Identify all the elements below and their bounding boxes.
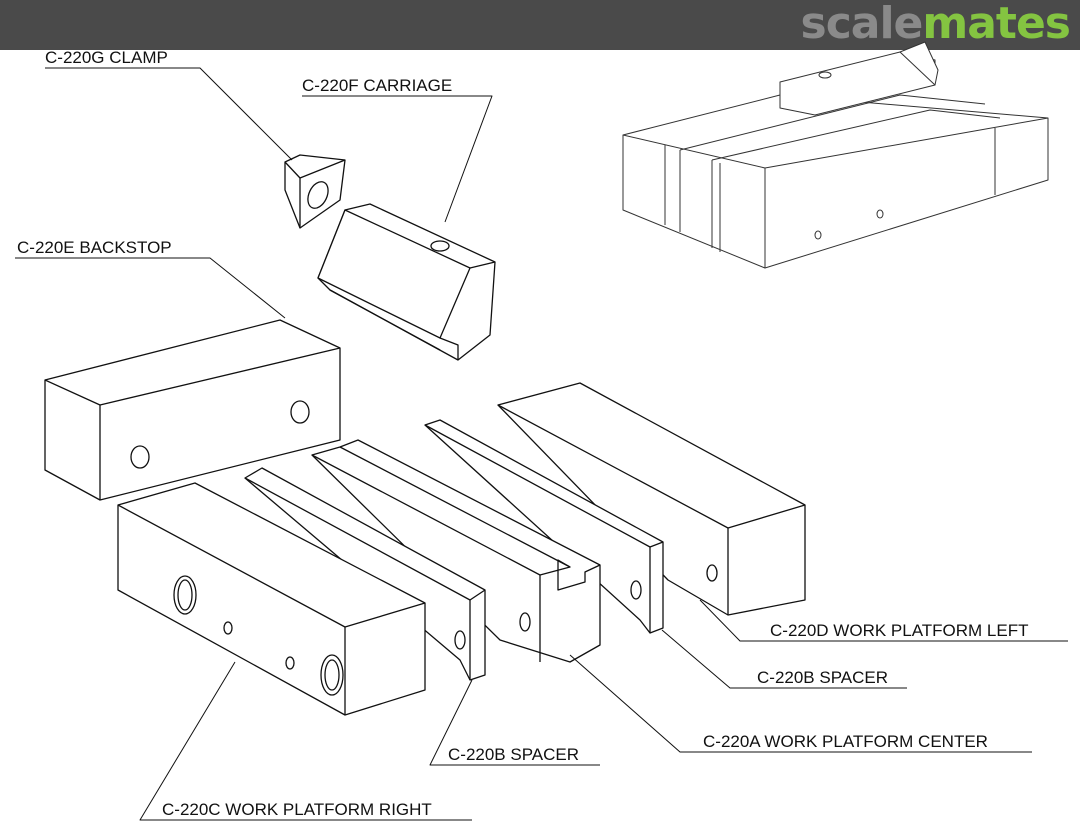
carriage-part — [317, 203, 496, 361]
work-platform-right-part — [117, 482, 426, 716]
assembled-view — [622, 41, 1049, 269]
label-spacer-upper: C-220B SPACER — [757, 668, 889, 687]
label-backstop: C-220E BACKSTOP — [17, 238, 172, 257]
spacer-upper-part — [424, 419, 664, 634]
work-platform-center-part — [311, 439, 601, 663]
backstop-part — [44, 319, 341, 501]
clamp-part — [284, 154, 346, 229]
label-work-platform-center: C-220A WORK PLATFORM CENTER — [703, 732, 988, 751]
label-clamp: C-220G CLAMP — [45, 48, 168, 67]
leader-lines — [15, 67, 1068, 821]
label-spacer-lower: C-220B SPACER — [448, 745, 580, 764]
scalemates-logo[interactable]: scalemates — [800, 0, 1071, 49]
label-work-platform-left: C-220D WORK PLATFORM LEFT — [770, 621, 1029, 640]
label-carriage: C-220F CARRIAGE — [302, 76, 453, 95]
work-platform-left-part — [497, 382, 806, 616]
header-bar: scalemates — [0, 0, 1080, 50]
label-work-platform-right: C-220C WORK PLATFORM RIGHT — [162, 800, 432, 819]
